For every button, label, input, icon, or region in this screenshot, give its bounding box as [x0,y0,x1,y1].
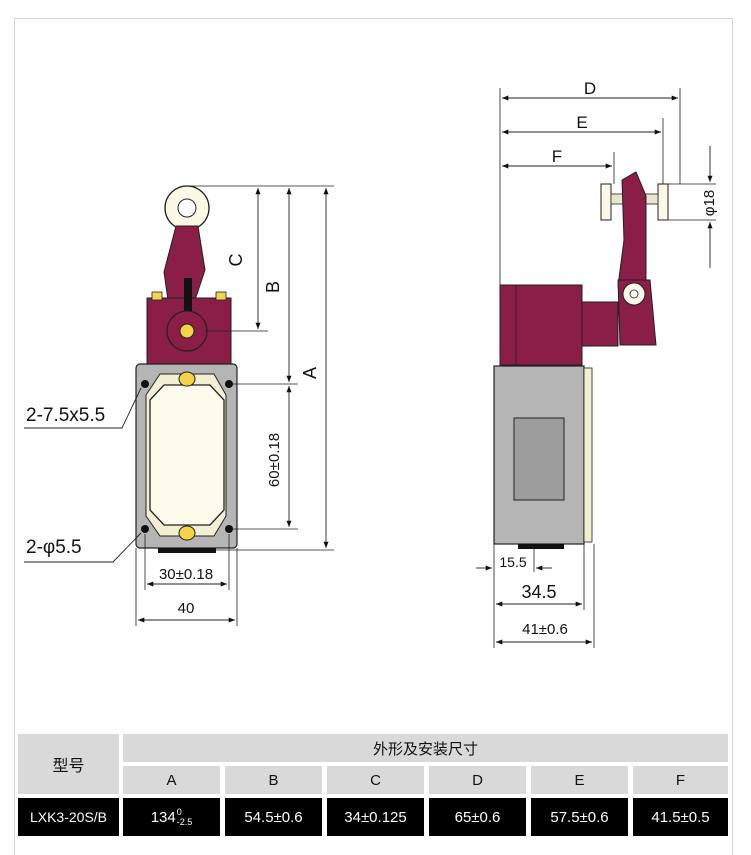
side-lever-arm [617,171,647,287]
side-view: D E F φ18 15.5 34.5 41±0.6 [476,79,718,648]
dim-e-label: E [576,113,587,132]
dim-a-label: A [300,367,320,379]
value-a-tolerance: 0 -2.5 [177,807,193,827]
value-c: 34±0.125 [327,798,424,836]
col-header-f: F [633,766,728,794]
slot-callout: 2-7.5x5.5 [26,405,105,426]
dim-f-label: F [552,147,562,166]
dim-41-label: 41±0.6 [522,621,568,638]
dim-34-5-label: 34.5 [521,582,556,602]
dim-15-5-label: 15.5 [499,554,526,570]
model-value: LXK3-20S/B [18,798,119,836]
side-head [499,284,583,366]
dim-d-label: D [584,79,596,98]
value-d: 65±0.6 [429,798,526,836]
col-header-a: A [123,766,220,794]
dim-40-label: 40 [178,600,195,617]
col-header-b: B [225,766,322,794]
value-a-base: 134 [150,808,176,826]
dim-30-label: 30±0.18 [159,566,213,583]
cover-panel [149,384,225,526]
model-header: 型号 [18,734,119,794]
dim-60-label: 60±0.18 [266,433,283,487]
group-header: 外形及安装尺寸 [123,734,728,762]
value-f: 41.5±0.5 [633,798,728,836]
front-view: C B A 60±0.18 30±0.18 40 2-7.5x5.5 2-φ5.… [24,185,334,626]
value-a-lower: -2.5 [176,817,193,827]
col-header-e: E [531,766,628,794]
value-a-upper: 0 [176,807,182,817]
col-header-d: D [429,766,526,794]
mount-hole-icon [141,525,149,533]
col-header-c: C [327,766,424,794]
drawing-frame [14,18,733,855]
value-e: 57.5±0.6 [531,798,628,836]
technical-drawing: C B A 60±0.18 30±0.18 40 2-7.5x5.5 2-φ5.… [24,79,718,648]
mount-slot-icon [141,380,149,388]
value-b: 54.5±0.6 [225,798,322,836]
hole-callout: 2-φ5.5 [26,537,82,558]
dim-c-label: C [226,254,246,267]
dim-phi18-label: φ18 [701,190,718,216]
value-a: 134 0 -2.5 [123,798,220,836]
dim-b-label: B [263,281,283,293]
